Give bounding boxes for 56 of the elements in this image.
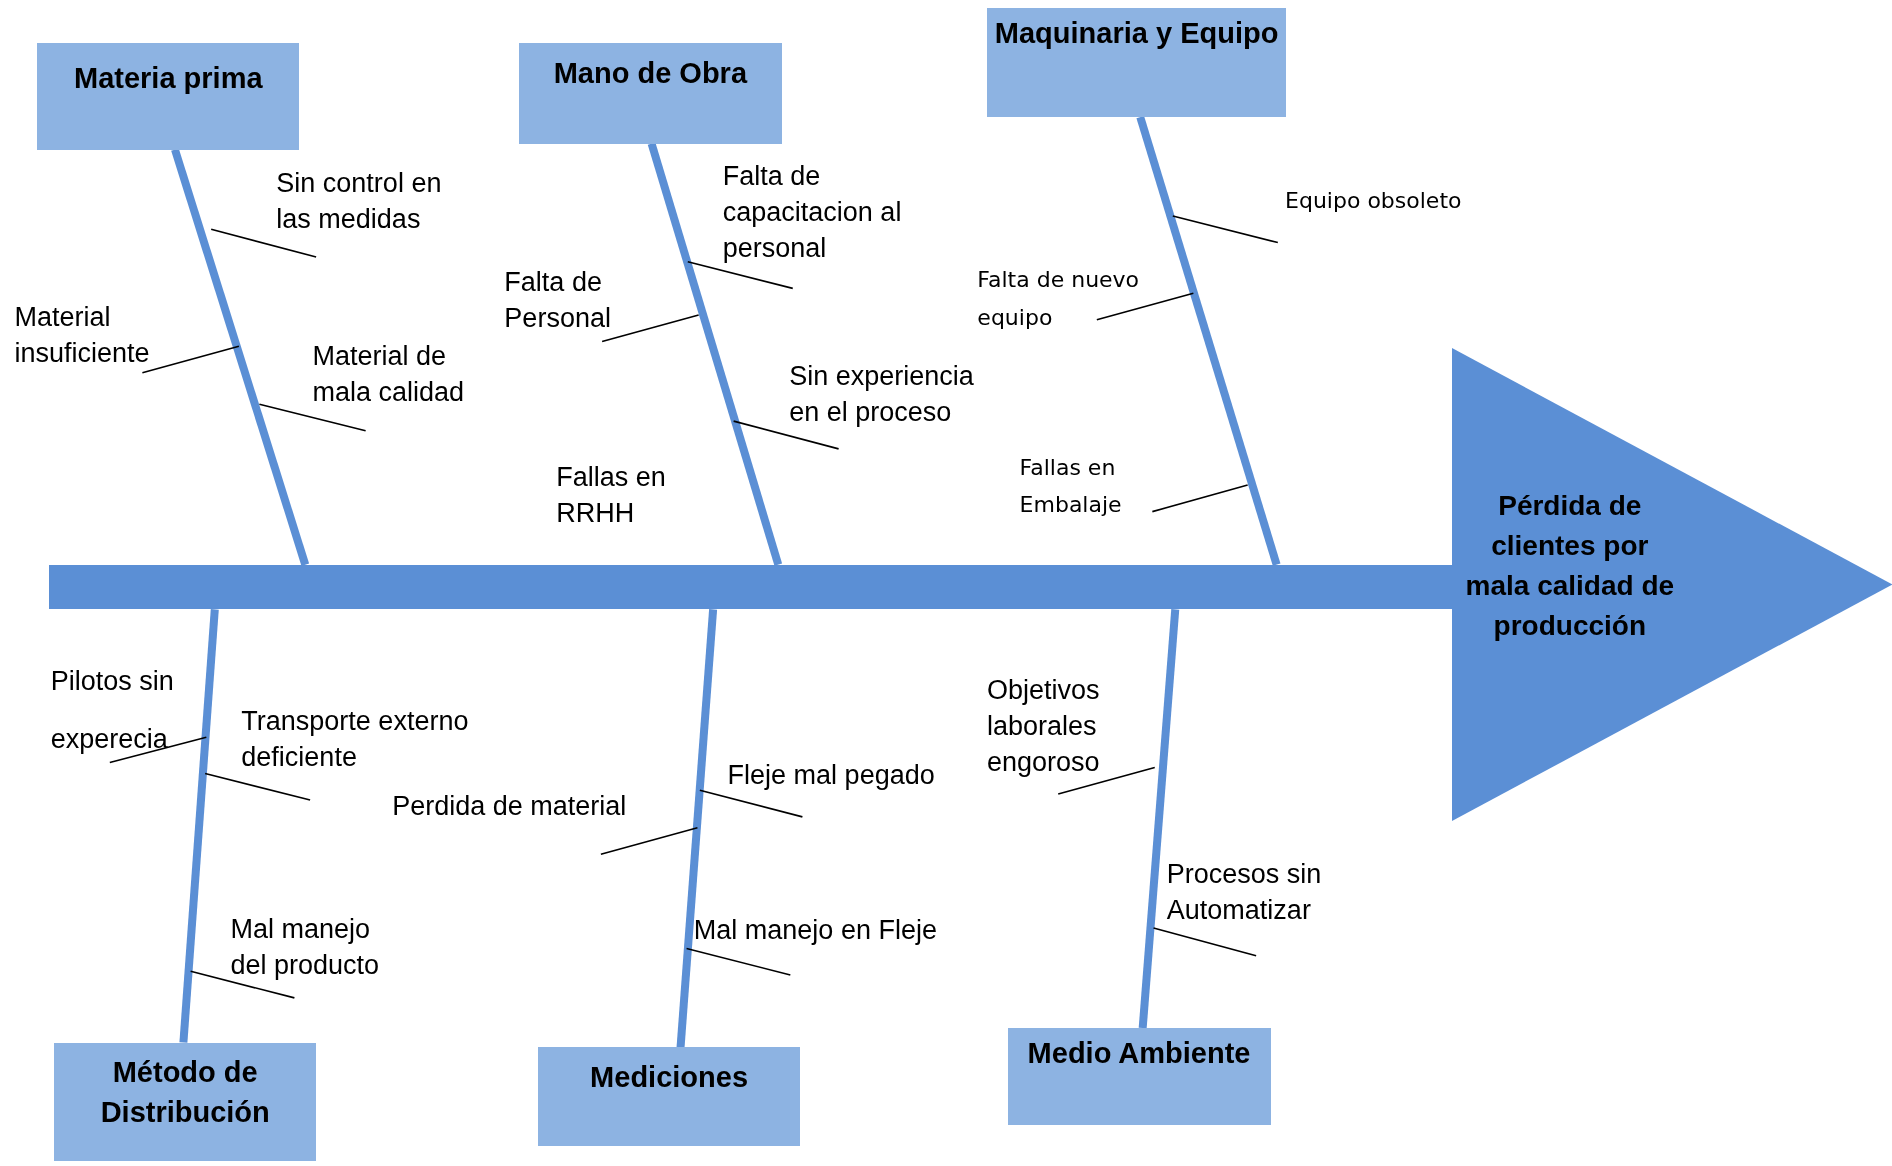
bone-line (1136, 115, 1281, 566)
cause-label: Mal manejo del producto (230, 911, 400, 983)
category-label: Método de Distribución (99, 1055, 271, 1131)
bone-line (171, 148, 310, 566)
cause-label: Perdida de material (392, 787, 627, 824)
leader-line (210, 228, 317, 258)
leader-line (699, 789, 804, 818)
cause-label: Falta de nuevo equipo (977, 260, 1171, 338)
category-box (54, 1042, 317, 1161)
cause-label: Falta de Personal (504, 264, 625, 337)
leader-line (141, 345, 240, 374)
bone-line (676, 609, 718, 1048)
category-box (538, 1047, 800, 1147)
category-box (518, 43, 782, 144)
bone-line (1138, 609, 1180, 1029)
category-label: Materia prima (73, 60, 264, 96)
leader-line (600, 826, 699, 856)
cause-label: Material insuficiente (14, 299, 166, 372)
cause-label: Fallas en RRHH (556, 458, 689, 531)
bone-line (179, 609, 219, 1043)
cause-label: Fallas en Embalaje (1019, 448, 1153, 524)
category-label: Medio Ambiente (1026, 1035, 1252, 1071)
leader-line (189, 970, 296, 999)
cause-label: Transporte externo deficiente (241, 703, 483, 776)
category-box (37, 43, 300, 150)
leader-line (601, 314, 700, 343)
effect-arrowhead (1451, 347, 1892, 821)
leader-line (204, 772, 311, 801)
leader-line (1172, 215, 1279, 244)
category-label: Mano de Obra (552, 56, 749, 92)
leader-line (1151, 484, 1249, 513)
leader-line (1096, 292, 1195, 321)
spine-bar (49, 564, 1454, 610)
cause-label: Falta de capacitacion al personal (722, 158, 922, 267)
cause-label: Objetivos laborales engoroso (987, 672, 1120, 781)
category-label: Mediciones (589, 1060, 750, 1095)
bone-line (647, 142, 783, 566)
cause-label: Sin control en las medidas (276, 165, 461, 238)
cause-label: Pilotos sin experecia (50, 652, 202, 769)
cause-label: Mal manejo en Fleje (693, 912, 937, 949)
cause-label: Sin experiencia en el proceso (789, 358, 995, 431)
effect-label: Pérdida de clientes por mala calidad de producción (1464, 489, 1676, 644)
leader-line (1057, 766, 1156, 795)
leader-line (1152, 927, 1257, 957)
leader-line (732, 420, 840, 450)
cause-label: Procesos sin Automatizar (1166, 855, 1342, 928)
cause-label: Fleje mal pegado (727, 756, 935, 793)
category-box (1007, 1028, 1271, 1125)
leader-line (109, 736, 208, 764)
category-label: Maquinaria y Equipo (993, 16, 1280, 52)
cause-label: Equipo obsoleto (1285, 182, 1462, 221)
leader-line (687, 261, 794, 290)
cause-label: Material de mala calidad (312, 337, 476, 410)
leader-line (258, 403, 367, 432)
leader-line (685, 947, 792, 976)
category-box (987, 8, 1287, 118)
